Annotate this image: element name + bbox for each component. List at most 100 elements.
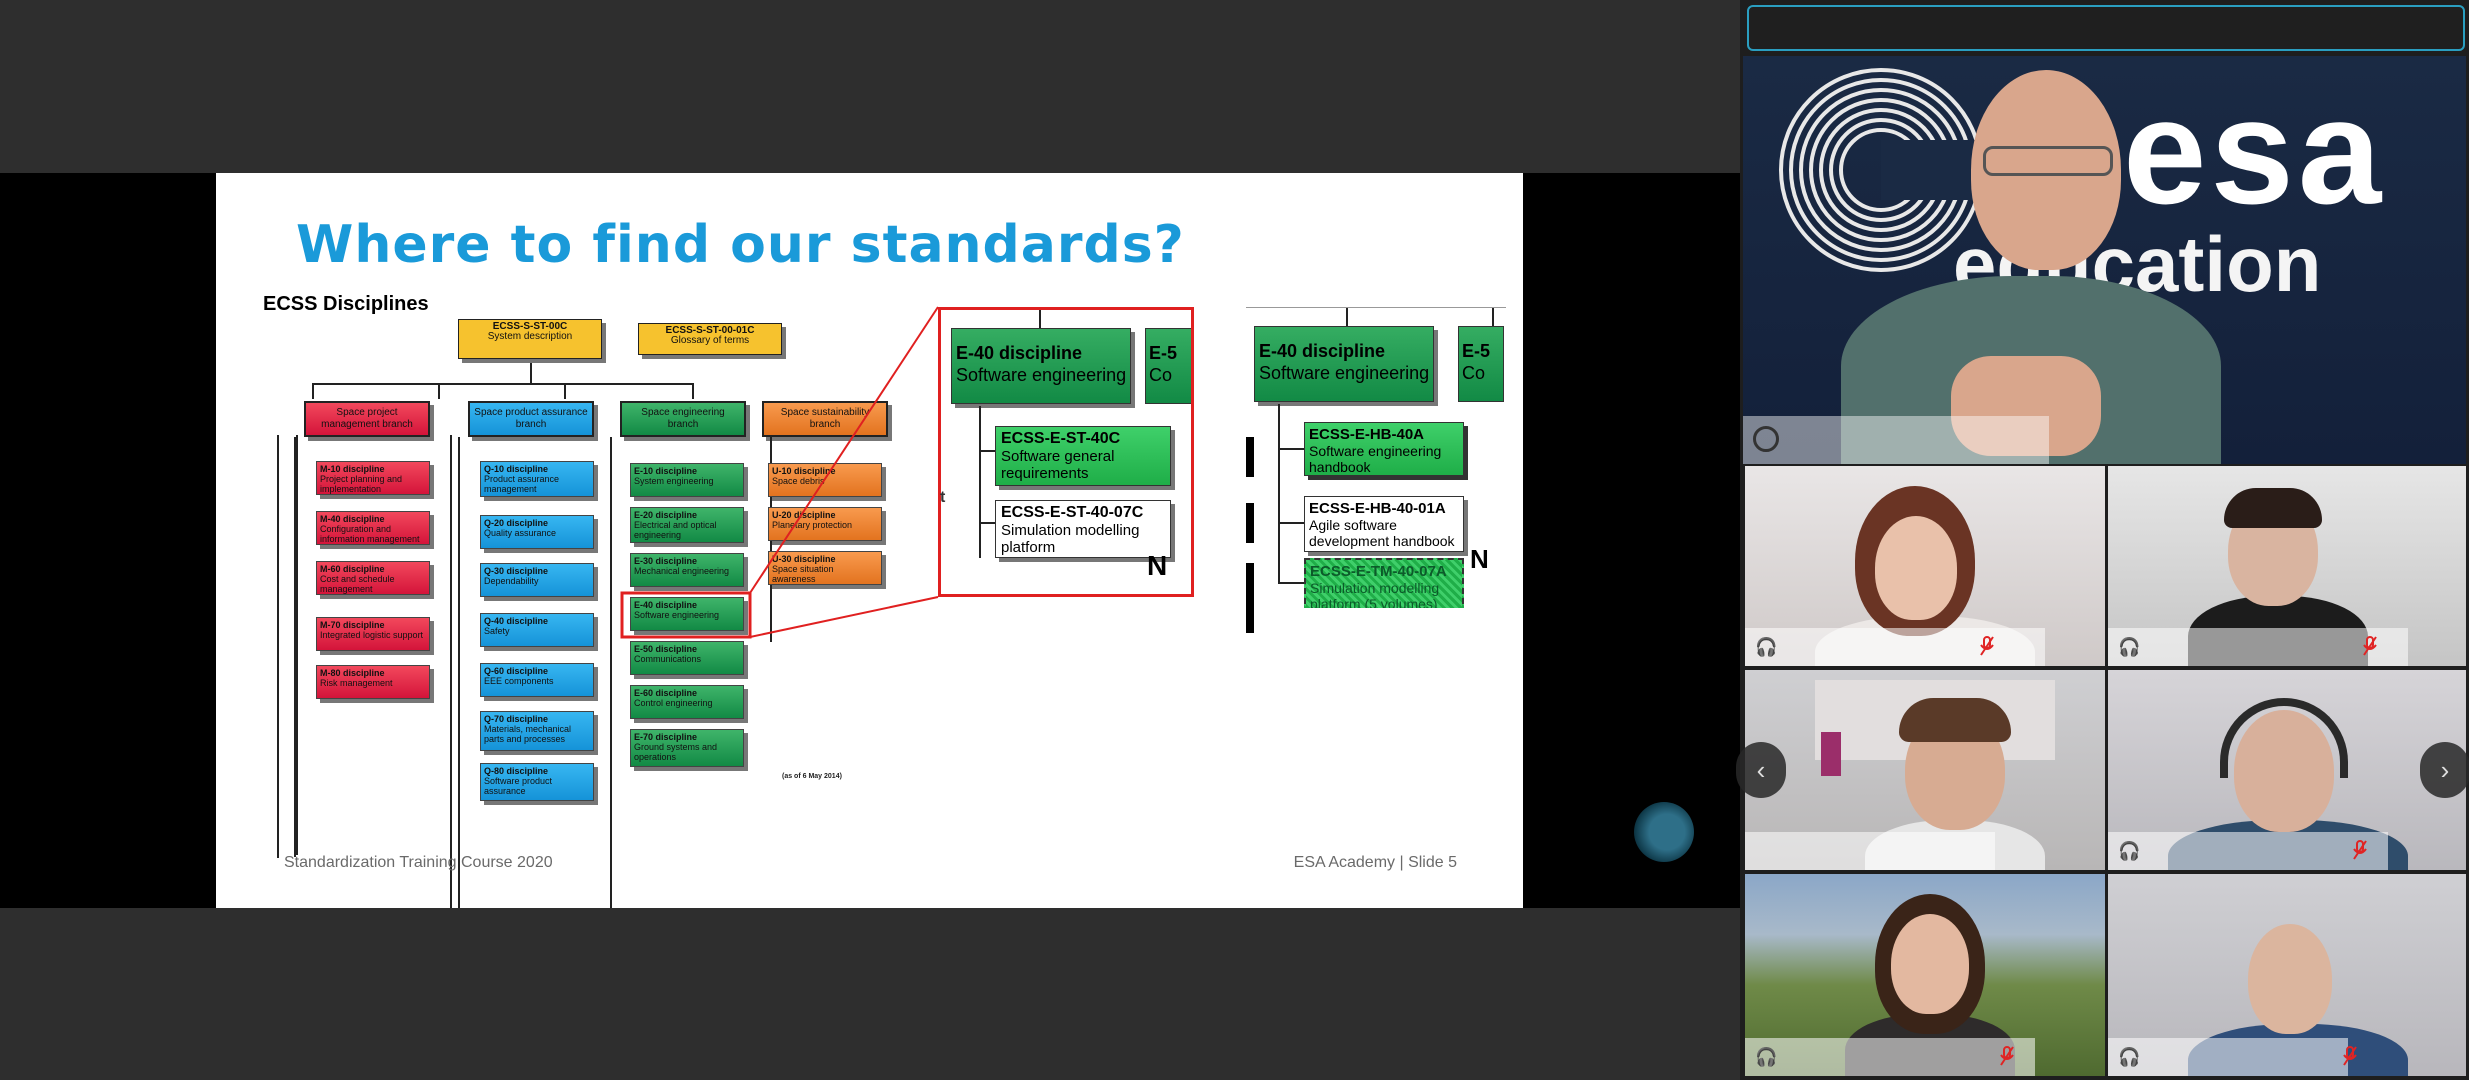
participant-tile-3[interactable] xyxy=(1745,670,2105,870)
participant-name-strip xyxy=(1745,628,2045,666)
chart-connector xyxy=(296,435,298,855)
zoom-highlight-lines xyxy=(620,306,939,639)
branch-product-assurance: Space product assurance branch xyxy=(468,401,594,437)
std-ecss-e-st-40c: ECSS-E-ST-40C Software general requireme… xyxy=(995,426,1171,486)
headset-icon: 🎧 xyxy=(1755,1047,1778,1067)
headset-icon: 🎧 xyxy=(1755,637,1778,657)
participant-tile-1[interactable]: 🎧 xyxy=(1745,466,2105,666)
branch-engineering: Space engineering branch xyxy=(620,401,746,437)
chart-connector xyxy=(294,437,296,857)
hb-ecss-e-hb-40-01a: ECSS-E-HB-40-01A Agile software developm… xyxy=(1304,496,1464,552)
chart-connector xyxy=(530,363,532,383)
participant-face xyxy=(1891,914,1969,1014)
zoom-panel-standards: E-40 discipline Software engineering E-5… xyxy=(938,307,1194,597)
chart-connector xyxy=(1278,404,1280,584)
chart-connector xyxy=(1492,308,1494,326)
presenter-video-tile[interactable]: esa education xyxy=(1743,56,2466,464)
zoom-panel-handbooks: E-40 discipline Software engineering E-5… xyxy=(1246,307,1506,608)
zoom-e40-header: E-40 discipline Software engineering xyxy=(951,328,1131,404)
chart-connector xyxy=(1278,448,1304,450)
panel-edge-mark xyxy=(1246,437,1254,477)
participant-hair xyxy=(2224,488,2322,528)
branch-sustainability: Space sustainability branch xyxy=(762,401,888,437)
stray-letter: t xyxy=(940,489,946,506)
muted-mic-icon xyxy=(2000,1046,2014,1066)
chart-connector xyxy=(692,383,694,399)
chart-connector xyxy=(979,522,995,524)
zoom-e50-header-cut: E-5 Co xyxy=(1458,326,1504,402)
participant-tile-5[interactable]: 🎧 xyxy=(1745,874,2105,1076)
ecss-disciplines-heading: ECSS Disciplines xyxy=(263,293,429,315)
participant-tile-6[interactable]: 🎧 xyxy=(2108,874,2466,1076)
chart-connector xyxy=(277,435,279,858)
presenter-face xyxy=(1971,70,2121,270)
chart-connector xyxy=(1278,582,1304,584)
muted-mic-icon xyxy=(2363,636,2377,656)
participant-tile-2[interactable]: 🎧 xyxy=(2108,466,2466,666)
presenter-name-strip xyxy=(1743,416,2049,464)
panel-edge-mark xyxy=(1246,503,1254,543)
chart-connector xyxy=(564,383,566,399)
panel-edge-mark xyxy=(1246,563,1254,633)
presentation-slide: Where to find our standards? ECSS Discip… xyxy=(216,173,1523,908)
participant-headphones xyxy=(2220,698,2348,778)
chart-connector xyxy=(312,383,692,385)
participant-tile-4[interactable]: 🎧 xyxy=(2108,670,2466,870)
presenter-status-icon xyxy=(1753,426,1779,452)
chart-connector xyxy=(1346,308,1348,326)
muted-mic-icon xyxy=(2353,840,2367,860)
chart-connector xyxy=(312,383,314,399)
chart-connector xyxy=(1278,522,1304,524)
participant-hair xyxy=(1899,698,2011,742)
participant-name-strip xyxy=(2108,1038,2348,1076)
new-marker: N xyxy=(1470,544,1489,574)
chart-connector xyxy=(450,435,452,908)
participant-name-strip xyxy=(1745,832,1995,870)
participant-name-strip xyxy=(2108,832,2388,870)
slide-title: Where to find our standards? xyxy=(296,215,1185,275)
std-ecss-e-st-40-07c: ECSS-E-ST-40-07C Simulation modelling pl… xyxy=(995,500,1171,558)
prev-page-button[interactable]: ‹ xyxy=(1736,742,1786,798)
headset-icon: 🎧 xyxy=(2118,1047,2141,1067)
panel-top-bar[interactable] xyxy=(1747,5,2465,51)
chart-connector xyxy=(458,437,460,908)
headset-icon: 🎧 xyxy=(2118,637,2141,657)
next-page-button[interactable]: › xyxy=(2420,742,2469,798)
participant-background-poster xyxy=(1821,732,1841,776)
tm-ecss-e-tm-40-07a: ECSS-E-TM-40-07A Simulation modelling pl… xyxy=(1304,558,1464,608)
participant-name-strip xyxy=(2108,628,2408,666)
slide-footer-right: ESA Academy | Slide 5 xyxy=(1293,854,1457,871)
chart-connector xyxy=(1039,310,1041,328)
chart-connector xyxy=(610,437,612,908)
pointer-indicator-icon xyxy=(1634,802,1694,862)
new-marker: N xyxy=(1147,550,1168,581)
zoom-e40-header: E-40 discipline Software engineering xyxy=(1254,326,1434,402)
slide-footer-left: Standardization Training Course 2020 xyxy=(284,854,553,871)
esa-logo-text: esa xyxy=(2123,67,2386,235)
hb-ecss-e-hb-40a: ECSS-E-HB-40A Software engineering handb… xyxy=(1304,422,1464,476)
muted-mic-icon xyxy=(2343,1046,2357,1066)
